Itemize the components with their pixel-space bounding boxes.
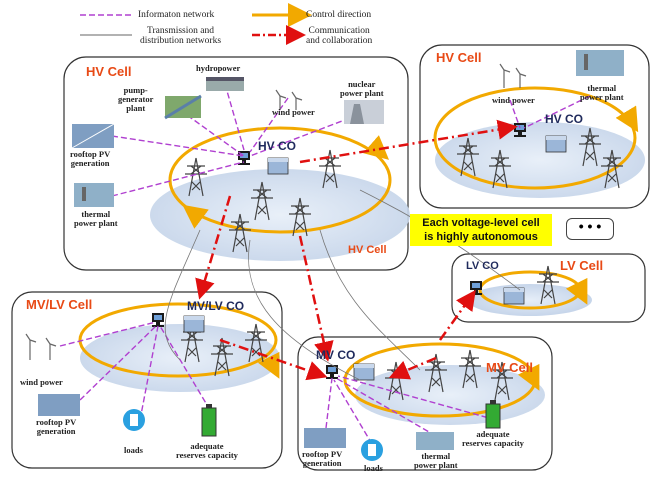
comm-mvlv-to-mv xyxy=(219,338,328,381)
thermal-hv-line1: thermal xyxy=(81,209,111,219)
rooftop-pv-icon-mv xyxy=(304,428,346,448)
adequate-mv-line2: reserves capacity xyxy=(462,438,524,448)
hv-right-co-label: HV CO xyxy=(545,112,584,126)
thermal-plant-icon-hv xyxy=(74,183,114,207)
hv-left-server xyxy=(267,157,289,175)
loads-icon-mvlv xyxy=(123,409,145,431)
lv-ground xyxy=(468,284,592,316)
hv-left-inner-label: HV Cell xyxy=(348,244,387,256)
thermal-plant-icon-mv xyxy=(416,432,454,450)
thermal-hv-right-line2: power plant xyxy=(580,92,624,102)
nuclear-line1: nuclear xyxy=(348,79,376,89)
legend-communication-line1: Communication xyxy=(308,26,370,36)
battery-icon-mvlv xyxy=(201,404,217,437)
hv-left-cell-title: HV Cell xyxy=(86,64,132,79)
rooftop-pv-hv-line2: generation xyxy=(70,158,110,168)
wind-power-icon-hv-right xyxy=(499,63,527,88)
hv-right-cell-title: HV Cell xyxy=(436,50,482,65)
rooftop-pv-icon-hv xyxy=(71,123,115,149)
rooftop-pv-mvlv-line2: generation xyxy=(36,426,76,436)
adequate-mvlv-line1: adequate xyxy=(190,441,224,451)
thermal-hv-line2: power plant xyxy=(74,218,118,228)
battery-icon-mv xyxy=(485,400,501,429)
adequate-mv-line1: adequate xyxy=(476,429,510,439)
nuclear-plant-icon xyxy=(344,100,384,124)
rooftop-pv-mvlv-line1: rooftop PV xyxy=(36,417,77,427)
nuclear-label: nuclear power plant xyxy=(340,80,384,98)
wind-power-icon-hv xyxy=(275,89,303,110)
autonomy-note-line1: Each voltage-level cell xyxy=(422,217,540,229)
comm-mv-internal xyxy=(388,356,437,380)
loads-icon-mv xyxy=(361,439,383,461)
thermal-label-hv-right: thermal power plant xyxy=(580,84,624,102)
wind-power-icon-mvlv xyxy=(25,333,57,360)
thermal-label-hv: thermal power plant xyxy=(74,210,118,228)
legend-control-label: Control direction xyxy=(306,10,372,20)
legend-transmission-line2: distribution networks xyxy=(140,36,222,46)
hv-left-ground xyxy=(150,169,410,261)
rooftop-pv-label-mvlv: rooftop PV generation xyxy=(36,418,76,436)
mvlv-control-loop xyxy=(78,302,278,378)
hv-left-control-loop xyxy=(168,126,392,234)
lv-server xyxy=(503,287,525,305)
legend xyxy=(80,3,312,45)
thermal-plant-icon-hv-right xyxy=(576,50,624,76)
adequate-label-mvlv: adequate reserves capacity xyxy=(176,442,238,460)
mv-co-label: MV CO xyxy=(316,348,356,362)
hv-right-control-loop xyxy=(433,86,637,190)
hv-left-co-label: HV CO xyxy=(258,139,297,153)
mvlv-ground xyxy=(80,324,280,392)
thermal-label-mv: thermal power plant xyxy=(414,452,458,470)
more-cells-ellipsis: • • • xyxy=(566,218,614,240)
autonomy-note: Each voltage-level cell is highly autono… xyxy=(410,214,552,246)
comm-hv-left-to-hv-right xyxy=(299,119,518,164)
rooftop-pv-mv-line2: generation xyxy=(302,458,342,468)
mv-server xyxy=(353,363,375,381)
legend-communication-label: Communication and collaboration xyxy=(306,26,372,46)
comm-mv-to-lv xyxy=(438,289,476,341)
nuclear-line2: power plant xyxy=(340,88,384,98)
pump-generator-plant-icon xyxy=(164,94,202,120)
hv-right-server xyxy=(545,135,567,153)
pump-generator-line1: pump- xyxy=(123,85,148,95)
rooftop-pv-icon-mvlv xyxy=(38,394,80,416)
mvlv-co-label: MV/LV CO xyxy=(187,299,245,313)
mvlv-cell-title: MV/LV Cell xyxy=(26,297,93,312)
mv-cell-title: MV Cell xyxy=(486,360,533,375)
pump-generator-line2: generator xyxy=(118,94,154,104)
wind-power-label-mvlv: wind power xyxy=(20,377,63,387)
pump-generator-line3: plant xyxy=(126,103,146,113)
legend-communication-line2: and collaboration xyxy=(306,36,373,46)
loads-label-mv: loads xyxy=(364,463,383,473)
adequate-mvlv-line2: reserves capacity xyxy=(176,450,238,460)
mvlv-server xyxy=(183,315,205,333)
hydropower-icon xyxy=(206,77,244,91)
rooftop-pv-mv-line1: rooftop PV xyxy=(302,449,343,459)
thermal-hv-right-line1: thermal xyxy=(587,83,617,93)
legend-transmission-label: Transmission and distribution networks xyxy=(140,26,221,46)
comm-hv-to-mvlv xyxy=(195,195,232,300)
loads-label-mvlv: loads xyxy=(124,445,143,455)
legend-info-network-label: Informaton network xyxy=(138,10,215,20)
rooftop-pv-label-mv: rooftop PV generation xyxy=(302,450,342,468)
adequate-label-mv: adequate reserves capacity xyxy=(462,430,524,448)
rooftop-pv-label-hv: rooftop PV generation xyxy=(70,150,110,168)
rooftop-pv-hv-line1: rooftop PV xyxy=(70,149,111,159)
lv-co-label: LV CO xyxy=(466,260,499,272)
legend-transmission-line1: Transmission and xyxy=(147,26,214,36)
thermal-mv-line1: thermal xyxy=(421,451,451,461)
autonomy-note-line2: is highly autonomous xyxy=(424,231,538,243)
hydropower-label: hydropower xyxy=(196,63,241,73)
wind-power-label-hv: wind power xyxy=(272,107,315,117)
thermal-mv-line2: power plant xyxy=(414,460,458,470)
lv-cell-title: LV Cell xyxy=(560,258,604,273)
pump-generator-label: pump- generator plant xyxy=(118,86,153,113)
wind-power-label-hv-right: wind power xyxy=(492,95,535,105)
